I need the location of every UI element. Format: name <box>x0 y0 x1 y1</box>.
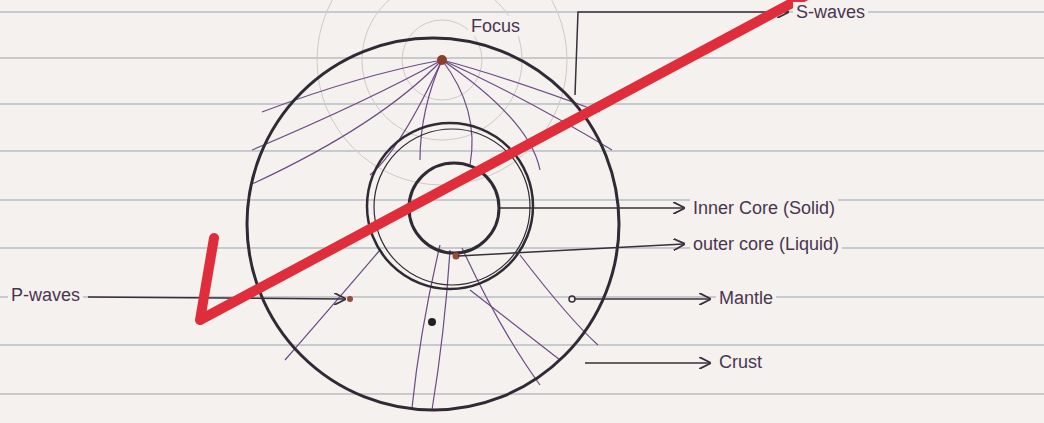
part-label: Focus <box>468 16 523 36</box>
check-mark <box>200 0 805 320</box>
dot <box>428 318 436 326</box>
mantle-boundary <box>367 123 533 289</box>
part-label: Inner Core (Solid) <box>690 198 838 218</box>
part-label: P-waves <box>8 285 83 305</box>
part-label: outer core (Liquid) <box>690 234 842 254</box>
part-label: Crust <box>716 352 765 372</box>
part-label: Mantle <box>716 288 776 308</box>
crust-outline <box>247 38 619 410</box>
dot <box>347 296 353 302</box>
focus-dot <box>437 55 447 65</box>
paper-lines <box>0 12 1044 394</box>
pencil-traces <box>317 0 567 185</box>
earth-layers <box>247 38 619 410</box>
part-label: S-waves <box>793 2 868 22</box>
inner-core-outline <box>409 163 499 253</box>
